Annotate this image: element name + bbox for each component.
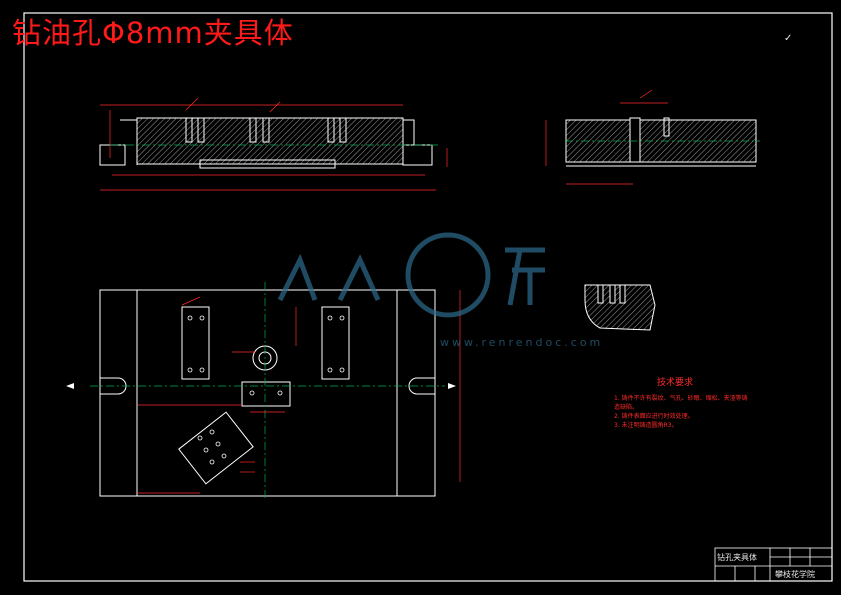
surface-roughness-symbol: ✓ [784, 33, 793, 44]
side-view-dimensions [545, 89, 668, 185]
title-block [714, 547, 833, 582]
front-view-dimensions [100, 97, 448, 191]
tech-item: 2. 铸件表面应进行时效处理。 [614, 413, 694, 420]
plan-view [99, 289, 436, 497]
tech-item: 3. 未注明铸造圆角R3。 [614, 422, 678, 429]
detail-view [584, 284, 656, 331]
technical-requirements-title: 技术要求 [657, 378, 694, 388]
centerlines [90, 140, 760, 500]
watermark-logo [277, 232, 545, 318]
section-markers [66, 383, 456, 389]
plan-view-dimensions [137, 290, 461, 494]
drawing-border [23, 12, 833, 582]
front-section-view [99, 117, 433, 169]
title-block-part-name: 钻孔夹具体 [717, 553, 757, 562]
drawing-title: 钻油孔Φ8mm夹具体 [12, 16, 294, 50]
technical-requirements-list: 1. 铸件不许有裂纹、气孔、砂眼、缩松、夹渣等铸造缺陷。 2. 铸件表面应进行时… [614, 394, 749, 430]
side-section-view [565, 117, 757, 167]
watermark-url: www.renrendoc.com [440, 336, 604, 349]
tech-item: 1. 铸件不许有裂纹、气孔、砂眼、缩松、夹渣等铸造缺陷。 [614, 395, 748, 411]
plan-bolt-holes [187, 315, 345, 465]
title-block-school: 攀枝花学院 [775, 570, 815, 579]
